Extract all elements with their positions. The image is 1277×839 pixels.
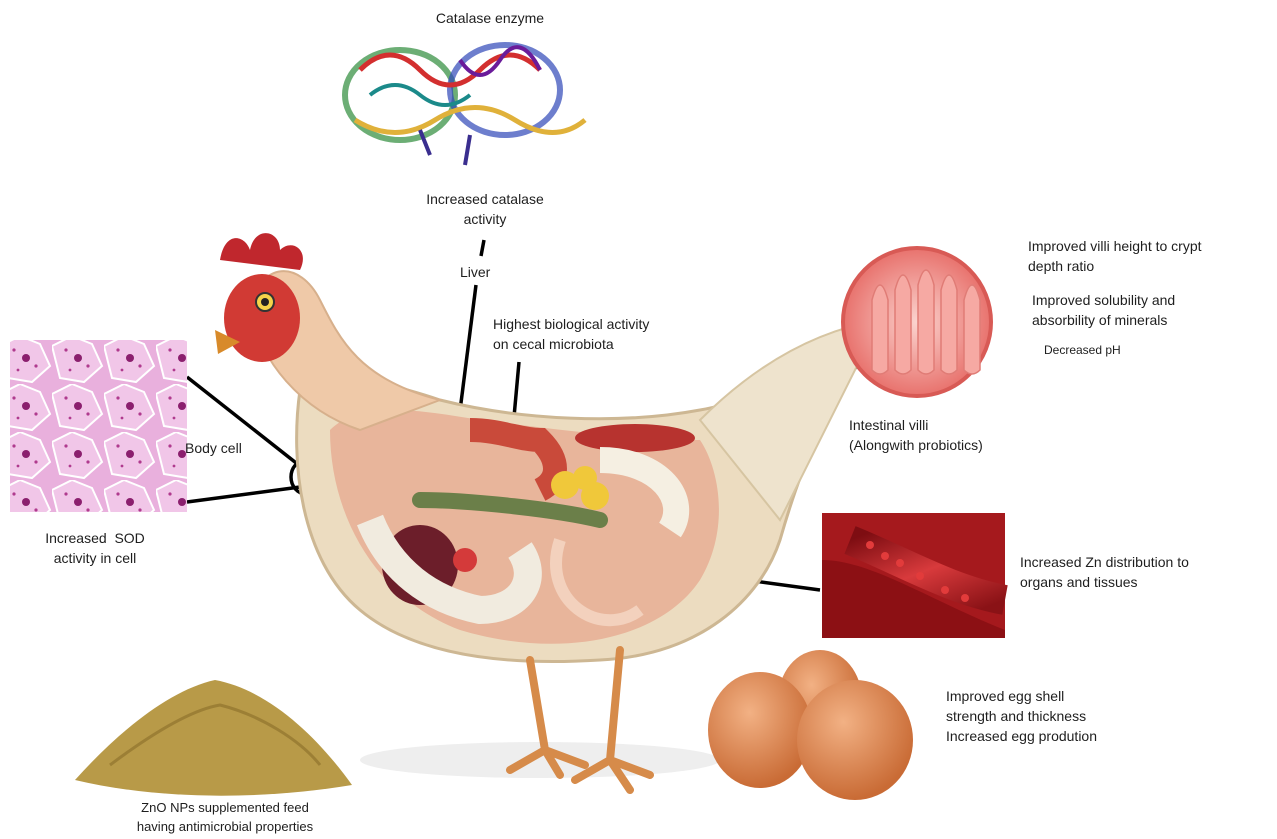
intestinal-villi-label: Intestinal villi (Alongwith probiotics) [849, 415, 983, 455]
zn-distribution-line1: Increased Zn distribution to [1020, 552, 1189, 572]
intestinal-villi-line2: (Alongwith probiotics) [849, 435, 983, 455]
minerals-label: Improved solubility and absorbility of m… [1032, 290, 1175, 330]
cecal-activity-label: Highest biological activity on cecal mic… [493, 314, 649, 354]
catalase-activity-label: Increased catalase activity [395, 189, 575, 229]
catalase-activity-line2: activity [395, 209, 575, 229]
sod-activity-line2: activity in cell [5, 548, 185, 568]
blood-vessel-image [822, 513, 1005, 638]
connector-catalase-liver [481, 240, 484, 256]
egg-benefits-line1: Improved egg shell [946, 686, 1097, 706]
zn-distribution-line2: organs and tissues [1020, 572, 1189, 592]
feed-pile-image [75, 680, 352, 796]
decreased-ph-label: Decreased pH [1044, 340, 1121, 360]
cecal-activity-line2: on cecal microbiota [493, 334, 649, 354]
cell-tissue-image [10, 340, 187, 512]
catalase-enzyme-label: Catalase enzyme [390, 8, 590, 28]
feed-label: ZnO NPs supplemented feed having antimic… [95, 798, 355, 836]
villi-ratio-label: Improved villi height to crypt depth rat… [1028, 236, 1202, 276]
feed-line2: having antimicrobial properties [95, 817, 355, 836]
minerals-line1: Improved solubility and [1032, 290, 1175, 310]
feed-line1: ZnO NPs supplemented feed [95, 798, 355, 817]
egg-benefits-line3: Increased egg prodution [946, 726, 1097, 746]
villi-ratio-line2: depth ratio [1028, 256, 1202, 276]
villi-ratio-line1: Improved villi height to crypt [1028, 236, 1202, 256]
eggs-image [708, 650, 913, 800]
intestinal-villi-line1: Intestinal villi [849, 415, 983, 435]
connector-bodycell-bottom [187, 487, 300, 502]
liver-label: Liver [460, 262, 490, 282]
intestinal-villi-image [843, 248, 991, 396]
egg-benefits-line2: strength and thickness [946, 706, 1097, 726]
body-cell-label: Body cell [185, 438, 242, 458]
zn-distribution-label: Increased Zn distribution to organs and … [1020, 552, 1189, 592]
sod-activity-line1: Increased SOD [5, 528, 185, 548]
catalase-enzyme-image [345, 45, 585, 165]
catalase-activity-line1: Increased catalase [395, 189, 575, 209]
sod-activity-label: Increased SOD activity in cell [5, 528, 185, 568]
egg-benefits-label: Improved egg shell strength and thicknes… [946, 686, 1097, 746]
cecal-activity-line1: Highest biological activity [493, 314, 649, 334]
minerals-line2: absorbility of minerals [1032, 310, 1175, 330]
